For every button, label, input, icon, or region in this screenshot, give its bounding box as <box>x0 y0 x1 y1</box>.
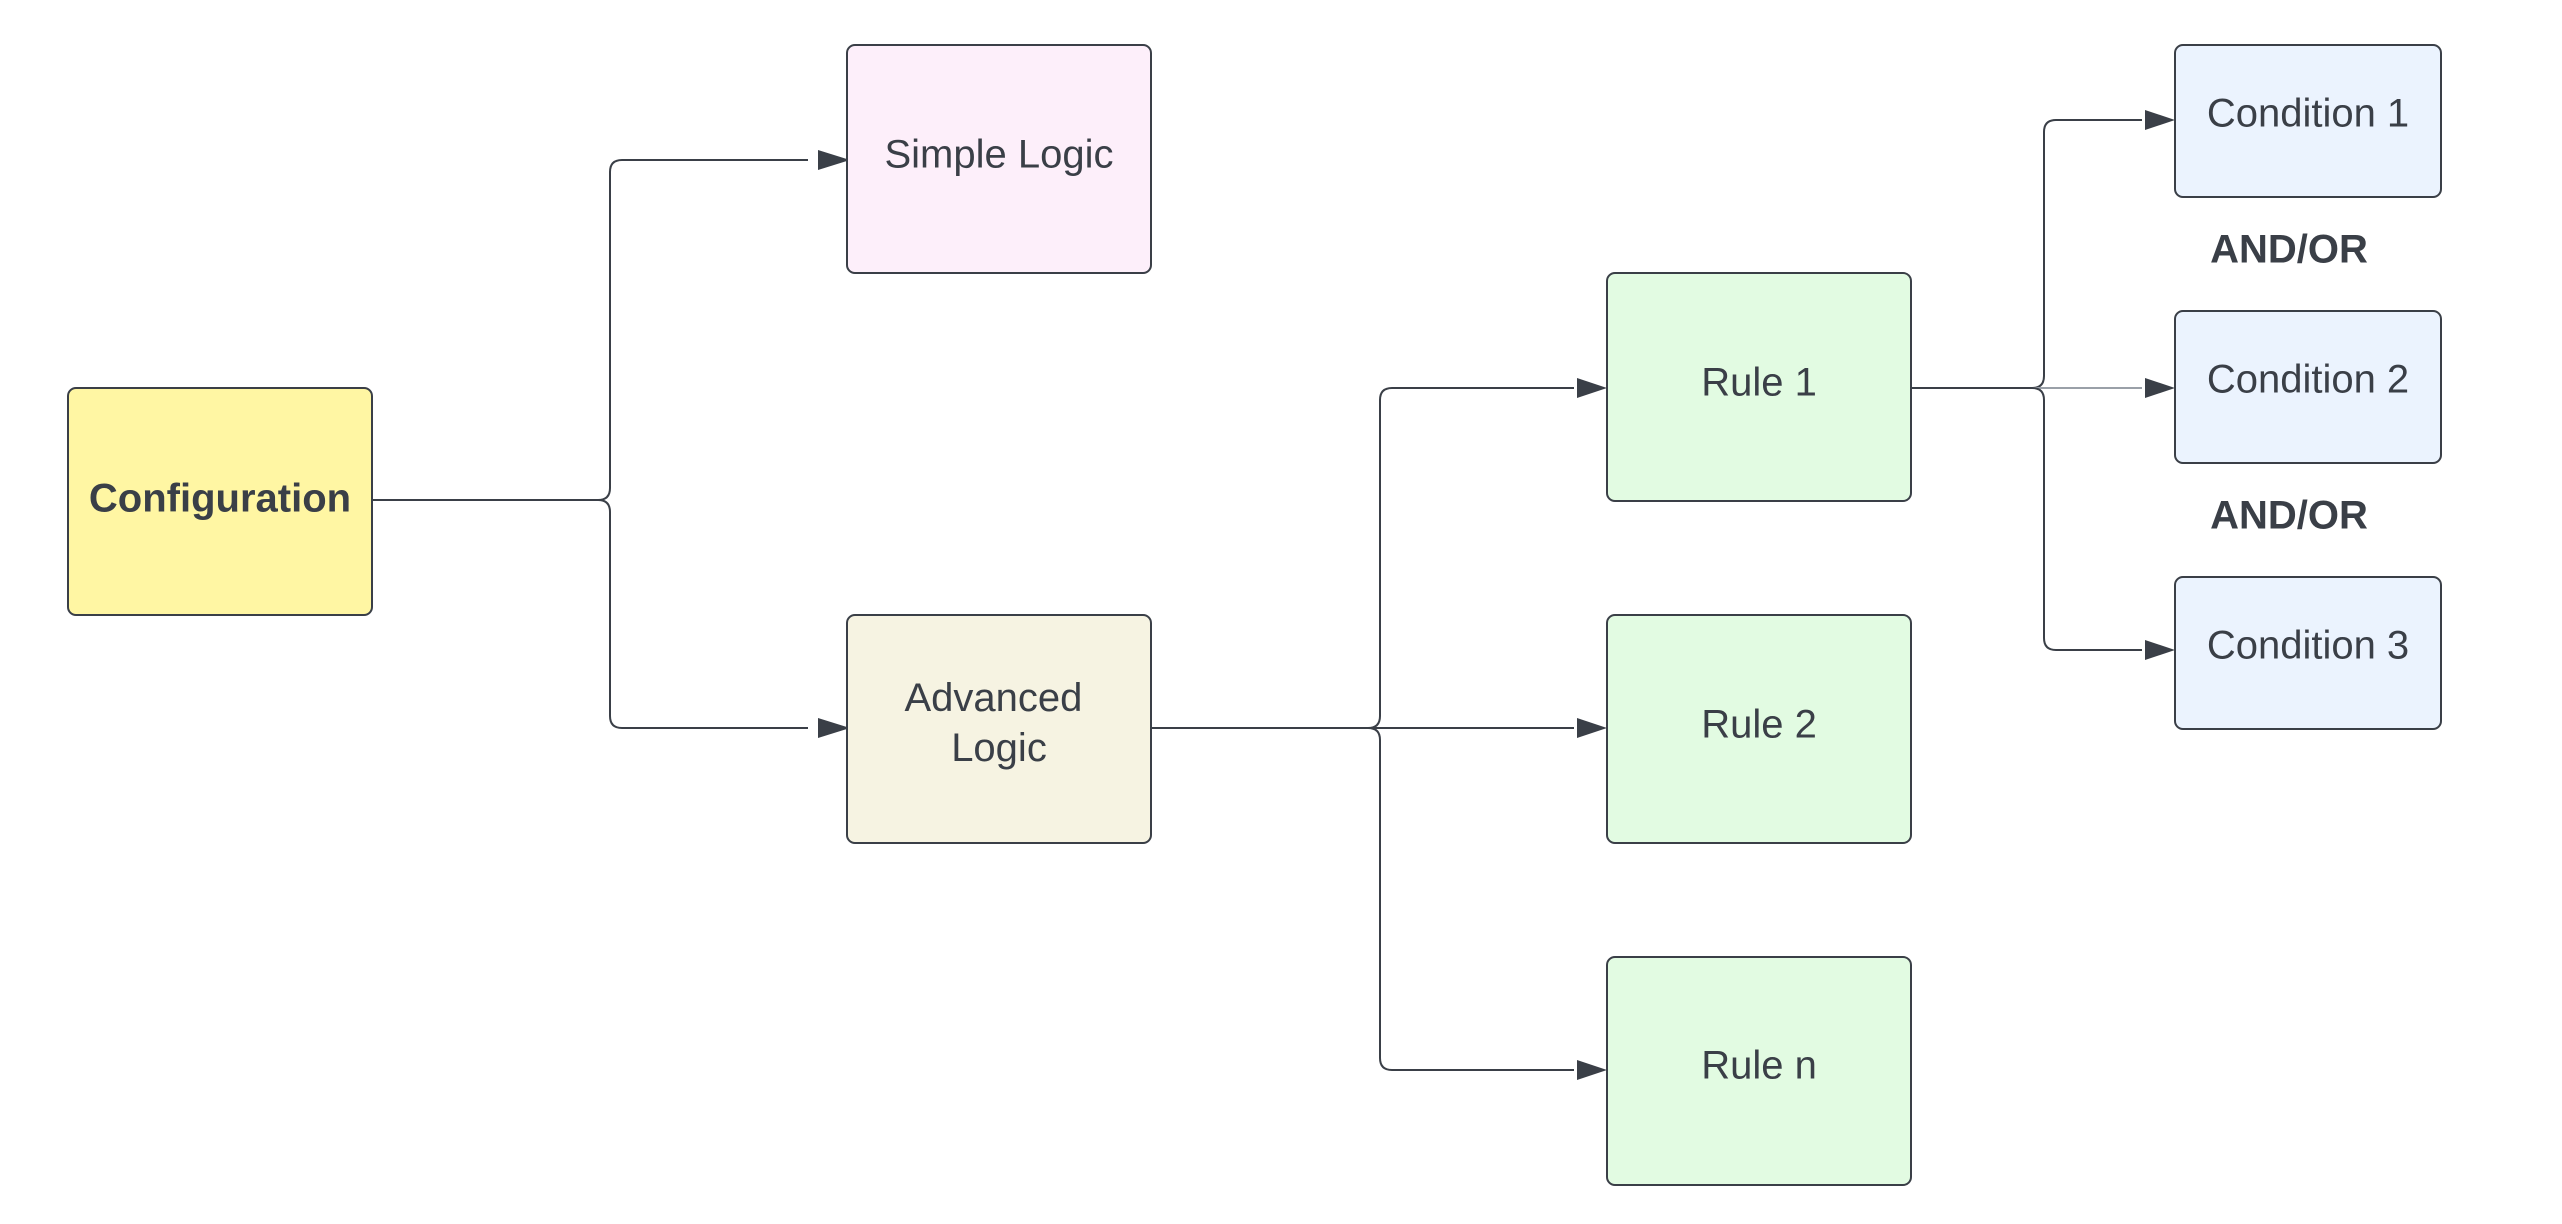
node-rule-2[interactable]: Rule 2 <box>1606 614 1912 844</box>
node-simple-logic[interactable]: Simple Logic <box>846 44 1152 274</box>
edge-configuration-advanced-logic <box>597 499 808 729</box>
arrowhead-condition-2 <box>2145 378 2175 398</box>
arrowhead-rule-1 <box>1577 378 1607 398</box>
configuration-box <box>67 387 373 616</box>
condition-2-label: Condition 2 <box>2207 358 2409 402</box>
condition-2-box <box>2174 310 2442 464</box>
node-condition-3[interactable]: Condition 3 <box>2174 576 2442 730</box>
node-configuration[interactable]: Configuration <box>67 387 373 616</box>
condition-1-box <box>2174 44 2442 198</box>
node-advanced-logic[interactable]: Advanced Logic <box>846 614 1152 844</box>
arrowhead-condition-1 <box>2145 110 2175 130</box>
arrowhead-simple-logic <box>818 150 850 170</box>
arrowhead-rule-n <box>1577 1060 1607 1080</box>
arrowhead-condition-3 <box>2145 640 2175 660</box>
node-condition-2[interactable]: Condition 2 <box>2174 310 2442 464</box>
operator-label-and-or-2: AND/OR <box>2210 494 2368 538</box>
edge-rule-1-condition-3 <box>2031 387 2142 651</box>
arrowhead-advanced-logic <box>818 718 850 738</box>
rule-2-box <box>1606 614 1912 844</box>
node-rule-1[interactable]: Rule 1 <box>1606 272 1912 502</box>
rule-1-box <box>1606 272 1912 502</box>
simple-logic-box <box>846 44 1152 274</box>
edge-configuration-simple-logic <box>373 159 808 501</box>
node-condition-1[interactable]: Condition 1 <box>2174 44 2442 198</box>
condition-3-box <box>2174 576 2442 730</box>
condition-3-label: Condition 3 <box>2207 624 2409 668</box>
condition-1-label: Condition 1 <box>2207 92 2409 136</box>
edge-advanced-logic-rule-1 <box>1152 387 1574 729</box>
configuration-label: Configuration <box>89 477 351 521</box>
advanced-logic-box <box>846 614 1152 844</box>
rule-n-box <box>1606 956 1912 1186</box>
advanced-logic-label: Advanced Logic <box>904 676 1093 770</box>
edge-rule-1-condition-1 <box>1911 119 2142 389</box>
simple-logic-label: Simple Logic <box>884 133 1113 177</box>
rule-2-label: Rule 2 <box>1701 703 1817 747</box>
edge-advanced-logic-rule-n <box>1367 727 1574 1071</box>
operator-label-and-or-1: AND/OR <box>2210 228 2368 272</box>
advanced-logic-label-line-1: Advanced <box>904 676 1082 720</box>
connectors <box>373 110 2175 1080</box>
advanced-logic-label-line-2: Logic <box>951 726 1047 770</box>
node-rule-n[interactable]: Rule n <box>1606 956 1912 1186</box>
rule-1-label: Rule 1 <box>1701 361 1817 405</box>
rule-n-label: Rule n <box>1701 1044 1817 1088</box>
arrowhead-rule-2 <box>1577 718 1607 738</box>
